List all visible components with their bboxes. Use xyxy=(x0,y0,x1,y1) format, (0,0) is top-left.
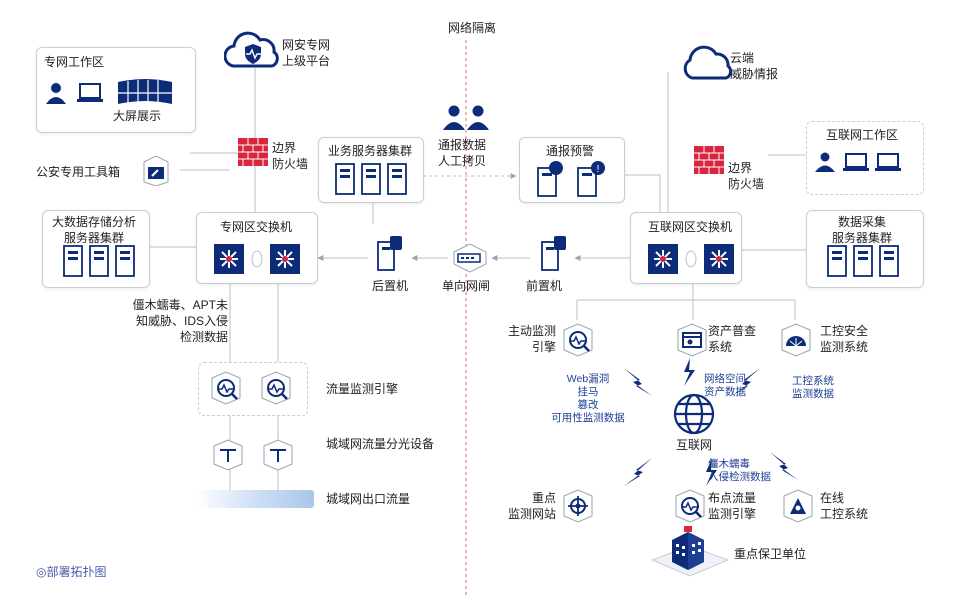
front-machine-icon xyxy=(541,236,566,271)
web-data-label: Web漏洞挂马篡改可用性监测数据 xyxy=(551,373,625,424)
malware-data-label: 僵木蠕毒入侵检测数据 xyxy=(708,458,771,483)
alert-servers-icon: ! xyxy=(537,161,605,197)
cloud-intel-label: 云端威胁情报 xyxy=(730,51,779,81)
deployed-engine-icon xyxy=(675,489,705,523)
online-ics-label: 在线工控系统 xyxy=(820,491,869,521)
private-workspace-title: 专网工作区 xyxy=(44,55,105,69)
online-ics-icon xyxy=(783,489,813,523)
splitter-1-icon xyxy=(213,439,243,471)
service-servers-icon xyxy=(335,163,407,195)
internet-laptop-2-icon xyxy=(875,153,901,171)
rear-machine-icon xyxy=(377,236,402,271)
key-site-label: 重点监测网站 xyxy=(507,491,556,521)
building-icon xyxy=(650,526,730,577)
diagram-caption: ◎部署拓扑图 xyxy=(36,565,107,579)
laptop-icon xyxy=(77,83,103,102)
globe-icon xyxy=(673,393,715,435)
screen-label: 大屏展示 xyxy=(113,109,162,123)
user-icon xyxy=(46,83,66,104)
right-firewall-label: 边界防火墙 xyxy=(728,161,765,191)
collect-servers-icon xyxy=(827,245,899,277)
egress-label: 城域网出口流量 xyxy=(326,492,411,506)
splitter-label: 城域网流量分光设备 xyxy=(326,437,435,451)
internet-laptop-icon xyxy=(843,153,869,171)
ics-system-icon xyxy=(781,323,811,357)
ics-data-label: 工控系统监测数据 xyxy=(792,375,834,400)
toolbox-icon xyxy=(143,155,169,186)
police-cloud-icon xyxy=(224,31,279,68)
toolbox-label: 公安专用工具箱 xyxy=(36,165,121,179)
police-platform-label: 网安专网上级平台 xyxy=(282,38,331,68)
active-engine-label: 主动监测引擎 xyxy=(507,324,556,354)
private-switch-icon xyxy=(214,244,300,274)
rear-machine-label: 后置机 xyxy=(372,279,409,293)
flow-engine-1-icon xyxy=(211,371,241,405)
front-machine-label: 前置机 xyxy=(526,279,563,293)
deployed-engine-label: 布点流量监测引擎 xyxy=(708,491,757,521)
threat-data-label: 僵木蠕毒、APT未知威胁、IDS入侵检测数据 xyxy=(132,298,228,344)
egress-pipe xyxy=(196,490,314,508)
private-switch-label: 专网区交换机 xyxy=(220,220,293,234)
splitter-2-icon xyxy=(263,439,293,471)
isolation-label: 网络隔离 xyxy=(448,21,497,35)
asset-system-icon xyxy=(677,323,707,357)
flow-engine-2-icon xyxy=(261,371,291,405)
alert-box xyxy=(519,137,625,203)
key-site-icon xyxy=(563,489,593,523)
operators-icon xyxy=(443,105,489,130)
right-firewall-icon xyxy=(694,146,724,174)
bigdata-cluster-label: 大数据存储分析服务器集群 xyxy=(52,215,137,245)
flow-engine-label: 流量监测引擎 xyxy=(326,382,399,396)
key-unit-label: 重点保卫单位 xyxy=(734,547,807,561)
threat-cloud-icon xyxy=(683,45,733,80)
alert-label: 通报预警 xyxy=(546,144,595,158)
svg-text:!: ! xyxy=(597,164,600,175)
report-copy-label: 通报数据人工拷贝 xyxy=(438,138,487,168)
bigdata-servers-icon xyxy=(63,245,135,277)
big-screen-icon xyxy=(118,79,172,104)
internet-workspace-title: 互联网工作区 xyxy=(826,128,899,142)
service-cluster-label: 业务服务器集群 xyxy=(328,144,413,158)
collect-cluster-label: 数据采集服务器集群 xyxy=(832,215,893,245)
internet-user-icon xyxy=(815,152,835,172)
internet-switch-icon xyxy=(648,244,734,274)
internet-switch-label: 互联网区交换机 xyxy=(648,220,733,234)
gateway-label: 单向网闸 xyxy=(442,279,491,293)
space-data-label: 网络空间资产数据 xyxy=(704,373,746,398)
active-engine-icon xyxy=(563,323,593,357)
wireless-bolts xyxy=(624,358,798,486)
asset-system-label: 资产普查系统 xyxy=(708,324,757,354)
internet-label: 互联网 xyxy=(676,438,713,452)
ics-system-label: 工控安全监测系统 xyxy=(820,324,869,354)
left-firewall-icon xyxy=(238,138,268,166)
left-firewall-label: 边界防火墙 xyxy=(272,141,309,171)
gateway-icon xyxy=(453,243,487,273)
